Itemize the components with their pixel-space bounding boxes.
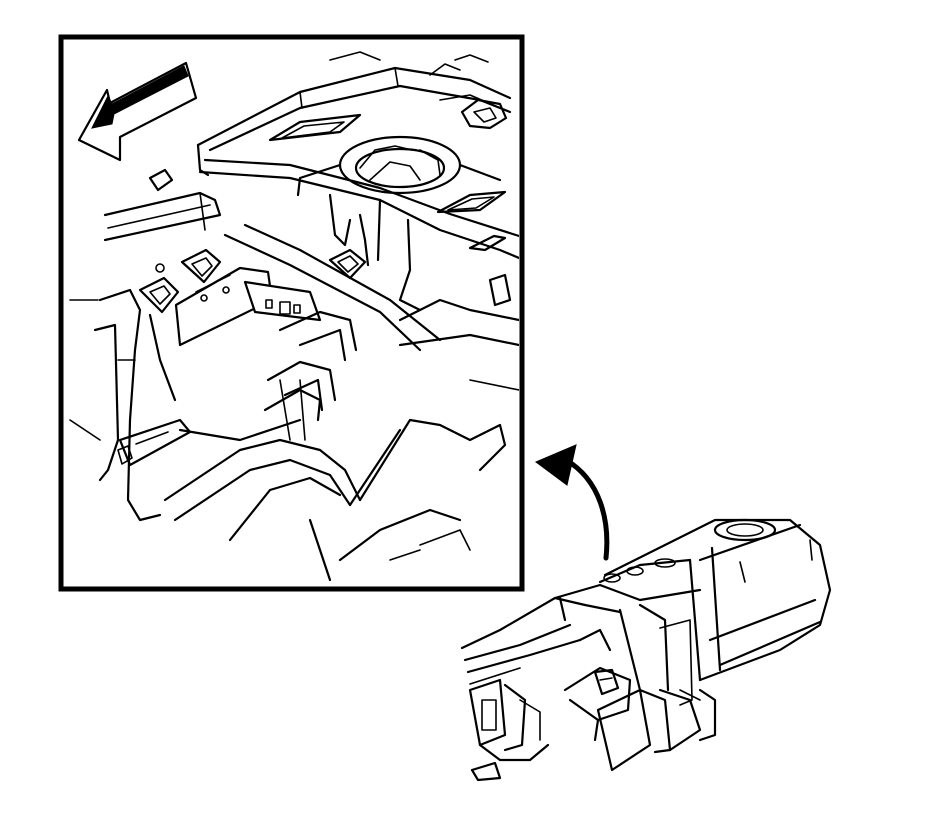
upper-vent-slots xyxy=(268,113,507,252)
fastener-nut-upper xyxy=(180,248,222,284)
center-support xyxy=(328,193,422,312)
upper-right-clip xyxy=(460,98,508,130)
direction-arrow-icon xyxy=(77,61,198,162)
panel-carrier-top xyxy=(196,51,519,260)
left-support-rail xyxy=(103,168,222,242)
connector-plate xyxy=(243,280,322,322)
left-side-wall xyxy=(69,288,177,522)
curved-callout-arrow-icon xyxy=(535,444,610,561)
center-channel xyxy=(223,223,442,441)
right-side-structure xyxy=(398,273,519,391)
lower-connector xyxy=(117,418,302,467)
overview-assembly xyxy=(460,518,832,782)
fastener-nut-lower xyxy=(138,263,180,314)
lower-floor-panel xyxy=(163,418,507,582)
detail-view xyxy=(58,34,525,592)
round-duct-opening xyxy=(296,135,502,197)
